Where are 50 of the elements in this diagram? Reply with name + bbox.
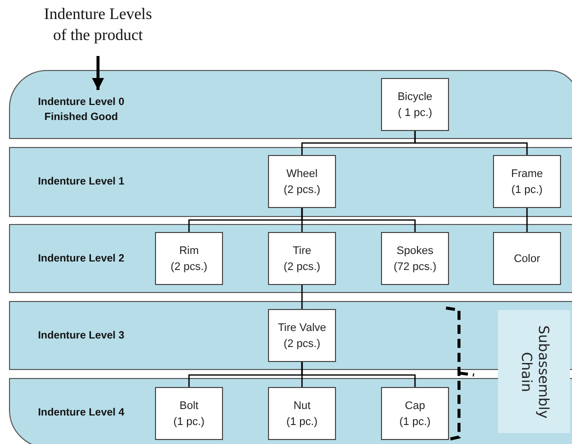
item-name: Wheel: [286, 166, 318, 182]
item-box: [155, 232, 223, 285]
item-name: Tire Valve: [278, 320, 326, 336]
quantity-label: (2 pcs.): [284, 336, 320, 352]
item-name: Bicycle: [398, 90, 432, 104]
item-box: [493, 232, 561, 285]
level-band: [9, 147, 572, 217]
level-band: [9, 224, 572, 293]
connector-line: [301, 362, 416, 387]
quantity-label: (2 pcs.): [284, 260, 320, 274]
quantity-label: (2 pcs.): [284, 182, 320, 198]
item-name: Frame: [511, 166, 543, 182]
level-label: Indenture Level 3: [38, 328, 124, 343]
quantity-label: ( 1 pc.): [398, 106, 432, 120]
quantity-label: (1 pc.): [286, 414, 318, 430]
item-box: [268, 155, 336, 208]
quantity-label: (1 pc.): [399, 414, 431, 430]
item-name: Spokes: [396, 244, 434, 258]
item-name: Cap: [404, 398, 426, 414]
item-box: [268, 387, 336, 440]
level-band: [9, 70, 572, 139]
item-name: Rim: [179, 244, 199, 258]
item-box: [381, 78, 449, 131]
level-label: Indenture Level 0: [38, 95, 124, 110]
item-box: [155, 387, 223, 440]
level-label: Indenture Level 2: [38, 251, 124, 266]
quantity-label: (72 pcs.): [394, 260, 436, 274]
arrow: [92, 56, 104, 90]
level-label: Indenture Level 1: [38, 174, 124, 190]
quantity-label: (1 pc.): [511, 182, 543, 198]
item-box: [381, 232, 449, 285]
item-box: [493, 155, 561, 208]
quantity-label: (2 pcs.): [170, 260, 208, 274]
item-box: [268, 232, 336, 285]
connector-line: [301, 208, 416, 232]
item-name: Nut: [293, 398, 311, 414]
panel-label: Subassembly Chain: [517, 324, 551, 420]
level-label: Finished Good: [44, 110, 118, 125]
connector-line: [414, 131, 528, 155]
connector-line: [526, 208, 528, 232]
item-name: Bolt: [180, 398, 198, 414]
quantity-label: (1 pc.): [173, 414, 205, 430]
item-box: [268, 309, 336, 362]
side-panel: [498, 310, 570, 433]
item-name: Color: [514, 252, 540, 266]
heading-text: Indenture Levels of the product: [40, 4, 156, 48]
level-label: Indenture Level 4: [38, 406, 124, 420]
item-box: [381, 387, 449, 440]
connector-line: [301, 285, 303, 309]
item-name: Tire: [292, 244, 312, 258]
